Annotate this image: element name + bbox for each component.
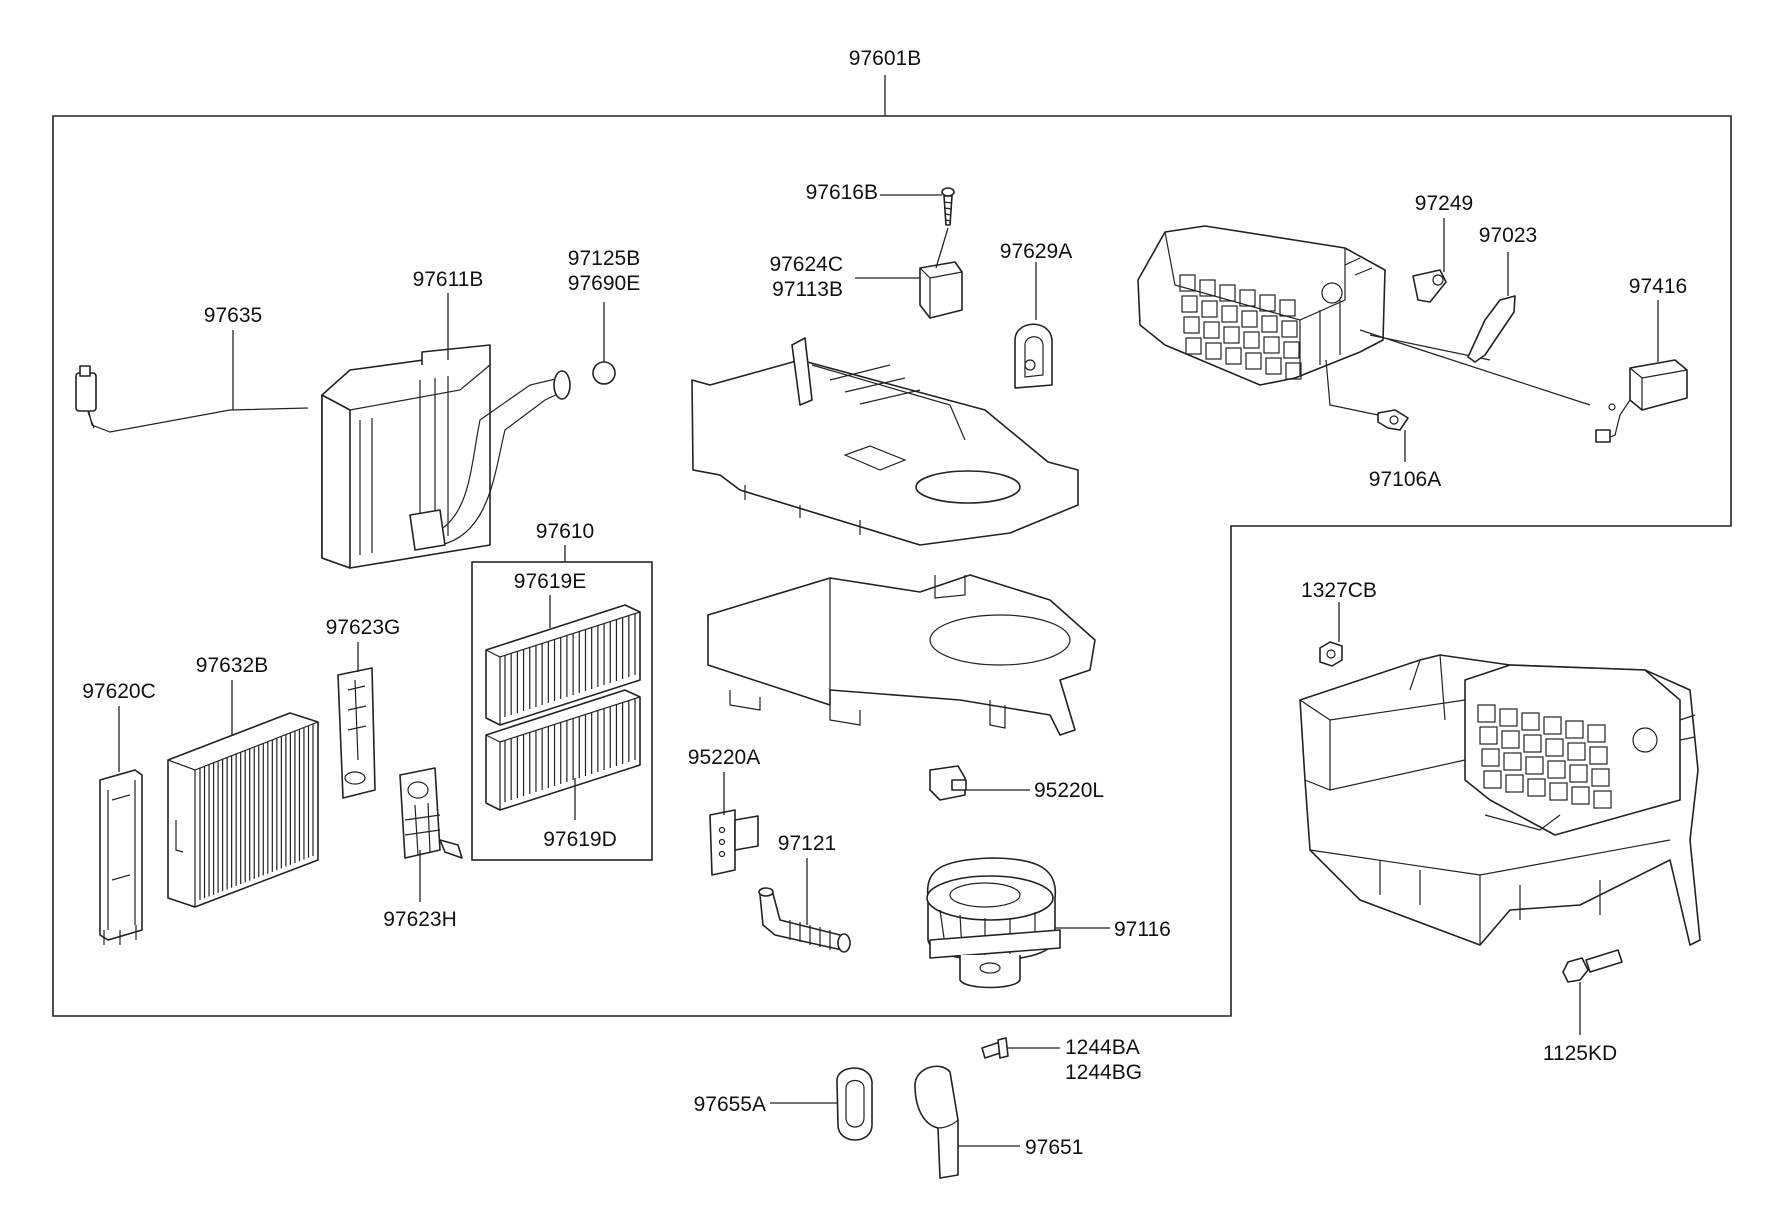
label-97125B: 97125B <box>568 247 640 270</box>
drain-hose[interactable] <box>758 887 851 953</box>
label-97620C: 97620C <box>82 680 156 703</box>
label-95220L: 95220L <box>1034 779 1104 802</box>
screw-1244BA[interactable] <box>981 1037 1009 1059</box>
leader-lines <box>118 194 1659 1147</box>
bolt-1125KD[interactable] <box>1562 949 1623 983</box>
intake-door-case[interactable] <box>1137 225 1591 406</box>
actuator-link-97023[interactable] <box>1467 295 1516 363</box>
heater-blower-assembly[interactable] <box>1299 654 1701 946</box>
label-97610: 97610 <box>536 520 594 543</box>
connector-95220L[interactable] <box>929 765 967 801</box>
duct-97651[interactable] <box>914 1065 959 1179</box>
filter-lower[interactable] <box>485 689 641 811</box>
label-97601B: 97601B <box>849 47 921 70</box>
label-97116: 97116 <box>1114 918 1171 941</box>
cabin-filter[interactable] <box>167 712 319 908</box>
label-1125KD: 1125KD <box>1543 1042 1617 1065</box>
label-97651: 97651 <box>1025 1136 1083 1159</box>
label-1244BA: 1244BA <box>1065 1036 1140 1059</box>
blower-case-upper[interactable] <box>691 337 1079 546</box>
blower-motor[interactable] <box>926 857 1061 989</box>
blower-resistor[interactable] <box>919 261 963 319</box>
assembly-frame <box>52 115 1732 1017</box>
evaporator-core[interactable] <box>321 344 571 569</box>
filter-door-lower[interactable] <box>399 767 463 859</box>
label-1244BG: 1244BG <box>1065 1061 1142 1084</box>
label-97616B: 97616B <box>806 181 878 204</box>
actuator-97416[interactable] <box>1595 359 1688 443</box>
label-97655A: 97655A <box>694 1093 766 1116</box>
label-97023: 97023 <box>1479 224 1537 247</box>
label-97632B: 97632B <box>196 654 268 677</box>
filter-kit-frame <box>471 561 653 861</box>
label-97635: 97635 <box>204 304 262 327</box>
label-97249: 97249 <box>1415 192 1473 215</box>
temperature-sensor[interactable] <box>75 365 309 433</box>
label-97619D: 97619D <box>543 828 617 851</box>
blower-case-lower[interactable] <box>707 574 1096 736</box>
nut-1327CB[interactable] <box>1319 641 1343 667</box>
part-labels: 97601B 97616B 97624C 97113B 97629A 97249… <box>82 47 1687 1159</box>
label-97121: 97121 <box>778 832 836 855</box>
label-97629A: 97629A <box>1000 240 1072 263</box>
label-97113B: 97113B <box>772 278 843 301</box>
filter-cover[interactable] <box>99 769 143 945</box>
gasket-97655A[interactable] <box>836 1067 873 1141</box>
label-97416: 97416 <box>1629 275 1687 298</box>
label-1327CB: 1327CB <box>1301 579 1377 602</box>
filter-door-upper[interactable] <box>337 667 376 799</box>
label-97624C: 97624C <box>769 253 843 276</box>
label-97106A: 97106A <box>1369 468 1441 491</box>
link-97106A[interactable] <box>1325 359 1409 431</box>
label-95220A: 95220A <box>688 746 760 769</box>
actuator-lever-97249[interactable] <box>1412 269 1447 303</box>
label-97690E: 97690E <box>568 272 640 295</box>
connector-95220A[interactable] <box>709 809 759 876</box>
screw-97616B[interactable] <box>941 187 955 226</box>
label-97623H: 97623H <box>383 908 457 931</box>
label-97619E: 97619E <box>514 570 586 593</box>
label-97611B: 97611B <box>413 268 484 291</box>
filter-upper[interactable] <box>485 604 641 726</box>
label-97623G: 97623G <box>326 616 401 639</box>
o-ring[interactable] <box>592 361 616 385</box>
grommet-97629A[interactable] <box>1014 323 1053 389</box>
